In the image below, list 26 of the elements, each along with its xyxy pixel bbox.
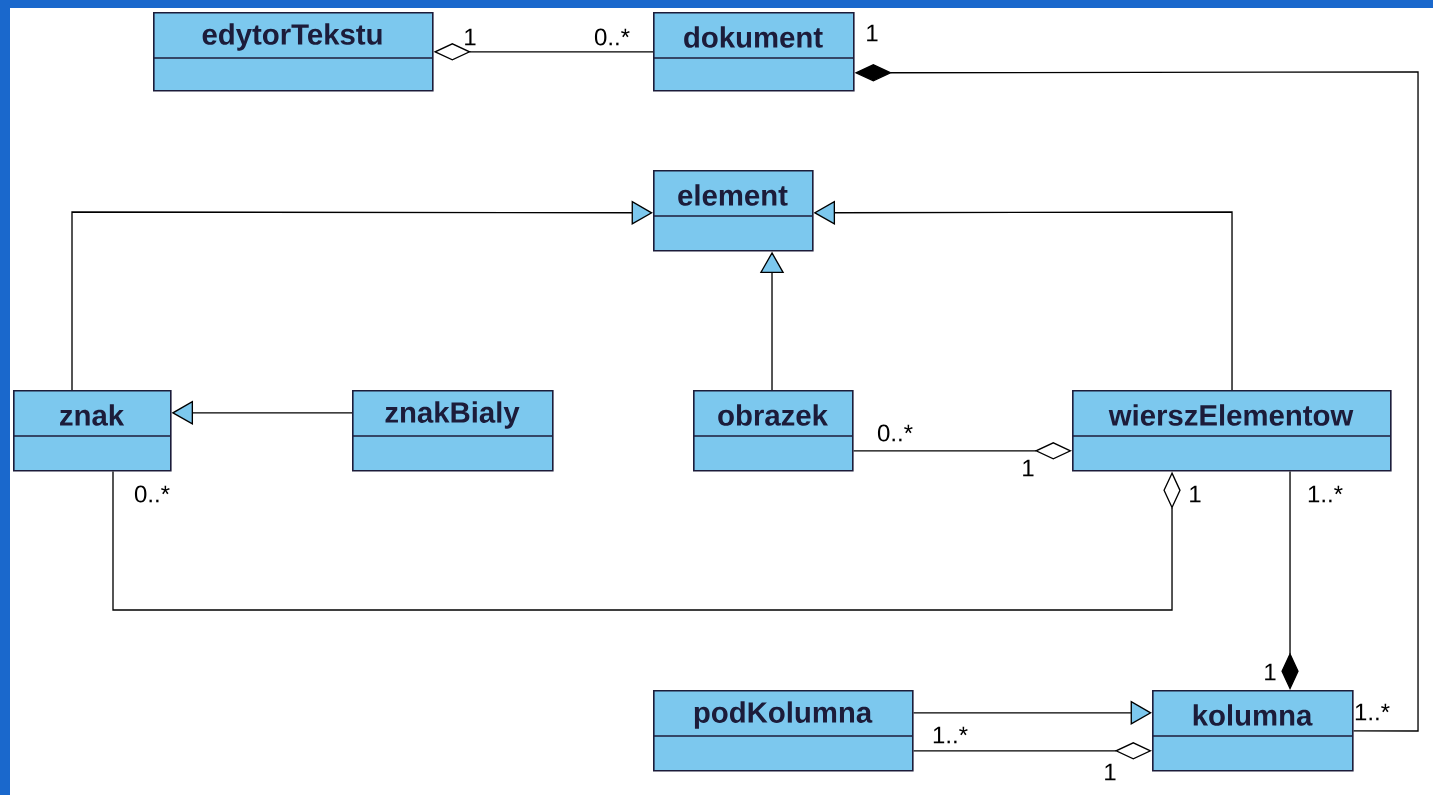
- class-box: kolumna: [1151, 690, 1354, 772]
- generalization-arrow: [912, 700, 1152, 725]
- multiplicity-label: 1: [1190, 485, 1201, 503]
- multiplicity-label: 1: [1265, 663, 1276, 681]
- aggregation-line: [912, 742, 1152, 760]
- class-box: obrazek: [692, 390, 854, 472]
- aggregation-line: [1281, 470, 1299, 690]
- class-box: edytorTekstu: [152, 12, 434, 92]
- generalization-arrow: [71, 200, 653, 391]
- multiplicity-label: 1: [1105, 763, 1116, 781]
- multiplicity-label: 1..*: [1308, 485, 1343, 503]
- multiplicity-label: 0..*: [877, 424, 913, 442]
- aggregation-line: [112, 470, 1181, 611]
- multiplicity-label: 1: [465, 28, 476, 46]
- multiplicity-label: 0..*: [594, 28, 630, 46]
- class-box: znakBialy: [351, 390, 554, 472]
- multiplicity-label: 1..*: [933, 726, 968, 744]
- multiplicity-label: 1: [1023, 459, 1034, 477]
- multiplicity-label: 1..*: [1355, 703, 1390, 721]
- class-box: znak: [12, 390, 172, 472]
- class-box: wierszElementow: [1071, 390, 1392, 472]
- class-box: dokument: [652, 12, 855, 92]
- class-box: element: [652, 170, 814, 252]
- aggregation-line: [852, 442, 1072, 460]
- class-box: podKolumna: [652, 690, 914, 772]
- multiplicity-label: 0..*: [134, 485, 170, 503]
